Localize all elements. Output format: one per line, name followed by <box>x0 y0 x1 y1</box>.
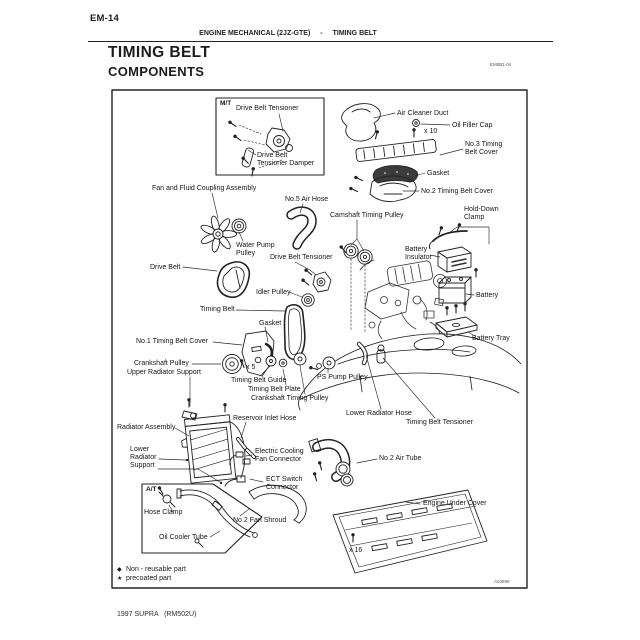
fan-connector-drawing <box>230 452 250 465</box>
battery-insulator-drawing <box>438 247 471 272</box>
running-header: ENGINE MECHANICAL (2JZ-GTE) - TIMING BELT <box>88 30 488 37</box>
engine-under-cover-drawing <box>333 490 487 573</box>
no2-cover-drawing <box>348 174 416 201</box>
air-cleaner-duct-drawing <box>342 104 381 142</box>
page-number: EM-14 <box>90 13 119 24</box>
mt-tensioner-drawing <box>227 119 293 177</box>
fan-shroud-drawing <box>249 485 306 523</box>
page-title: TIMING BELT <box>108 44 211 61</box>
oil-filler-cap-drawing <box>411 120 419 138</box>
gasket-mid-drawing <box>266 344 272 357</box>
vehicle-front-drawing <box>299 334 521 410</box>
revision-code: EM0B1-04 <box>490 62 512 67</box>
radiator-drawing <box>179 408 248 484</box>
at-inset-box <box>142 484 262 553</box>
timing-belt-drawing <box>285 305 305 360</box>
no3-cover-drawing <box>356 139 437 162</box>
no1-cover-drawing <box>242 331 274 376</box>
drive-belt-drawing <box>217 262 249 297</box>
ect-connector-drawing <box>225 476 245 486</box>
header-topic: TIMING BELT <box>332 30 377 37</box>
figure-code: A03599 <box>494 579 510 584</box>
engine-assembly-drawing <box>360 260 447 339</box>
gasket-upper-drawing <box>373 166 417 183</box>
page-subtitle: COMPONENTS <box>108 64 205 79</box>
legend-symbol: ◆ <box>117 567 122 573</box>
battery-tray-drawing <box>436 301 477 337</box>
legend-text: precoated part <box>126 574 172 582</box>
fan-drawing <box>200 215 237 253</box>
page-footer: 1997 SUPRA (RM502U) <box>117 611 197 618</box>
legend-symbol: ★ <box>117 575 123 582</box>
legend-row-1: ★precoated part <box>117 575 186 584</box>
reservoir-inlet-hose-drawing <box>238 439 254 457</box>
timing-belt-tensioner-drawing <box>377 345 385 363</box>
mt-inset-box <box>216 98 324 175</box>
legend-text: Non - reusable part <box>126 566 186 573</box>
no5-air-hose-drawing <box>291 211 312 245</box>
leader-dots <box>185 458 223 485</box>
dashed-guides <box>239 125 365 333</box>
oil-cooler-tube-drawing <box>156 485 257 547</box>
header-section: ENGINE MECHANICAL (2JZ-GTE) <box>199 30 311 37</box>
upper-radiator-support-drawing <box>182 397 228 420</box>
lower-radiator-hose-drawing <box>359 344 366 363</box>
hold-down-clamp-drawing <box>429 222 467 249</box>
legend-row-0: ◆ Non - reusable part <box>117 566 186 575</box>
crank-parts-row-drawing <box>266 353 306 367</box>
no2-air-tube-drawing <box>309 439 353 486</box>
idler-pulley-drawing <box>302 294 314 306</box>
battery-drawing <box>439 267 479 303</box>
drive-belt-tensioner-drawing <box>300 267 331 292</box>
diagram-legend: ◆Non - reusable part★precoated part <box>117 566 186 583</box>
camshaft-pulleys-drawing <box>338 244 372 264</box>
ps-pump-pulley-drawing <box>308 357 335 372</box>
header-separator: - <box>320 30 323 37</box>
figure-frame <box>112 90 527 588</box>
header-rule <box>88 41 553 43</box>
leader-lines <box>158 113 489 537</box>
water-pump-pulley-drawing <box>232 219 246 233</box>
crankshaft-pulley-drawing <box>223 355 247 374</box>
